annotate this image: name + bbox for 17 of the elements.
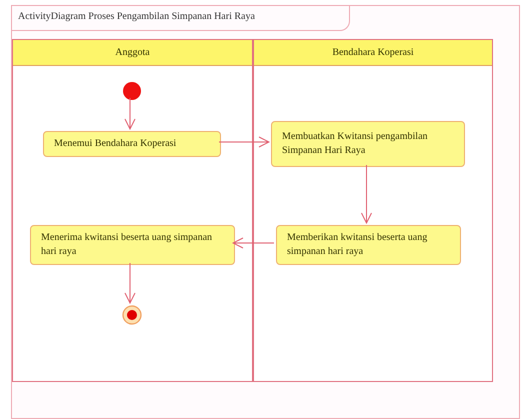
end-node [122,305,142,325]
frame-title: ActivityDiagram Proses Pengambilan Simpanan Hari Raya [12,6,350,31]
start-node [123,82,141,100]
arrow [218,136,270,148]
lane-header: Bendahara Koperasi [254,40,492,66]
arrow [124,262,136,304]
lane-header: Anggota [13,40,252,66]
arrow [361,164,372,224]
arrow [232,238,274,248]
action-box: Membuatkan Kwitansi pengambilan Simpanan Hari Raya [271,121,465,167]
frame [11,5,520,419]
action-box: Memberikan kwitansi beserta uang simpanan hari raya [276,225,461,265]
swimlane [253,39,493,382]
swimlane [12,39,253,382]
action-box: Menemui Bendahara Koperasi [43,131,221,157]
arrow [124,98,136,130]
action-box: Menerima kwitansi beserta uang simpanan hari raya [30,225,235,265]
